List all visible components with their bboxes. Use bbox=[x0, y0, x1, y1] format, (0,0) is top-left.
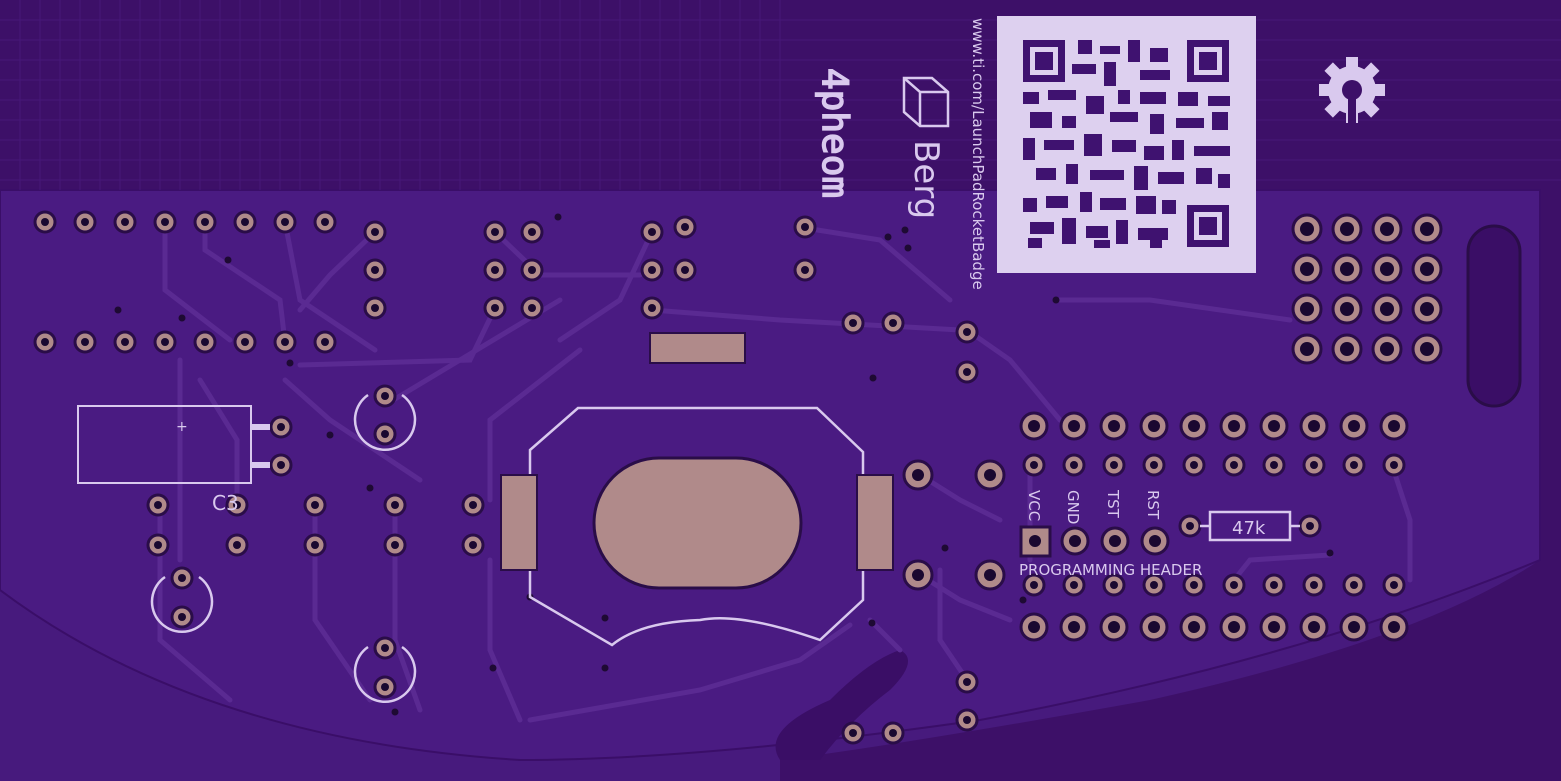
mounting-slot bbox=[1466, 224, 1522, 408]
header-pin-label-rst: RST bbox=[1144, 490, 1162, 520]
header-pin-label-tst: TST bbox=[1104, 489, 1122, 519]
open-hardware-gear-icon bbox=[1319, 57, 1385, 124]
programming-header-labels: VCC GND TST RST PROGRAMMING HEADER bbox=[1019, 489, 1202, 579]
round-pads bbox=[33, 210, 1443, 745]
circuit-logo-text: 4pheom bbox=[814, 68, 855, 198]
berg-logo: Berg bbox=[902, 76, 950, 219]
top-grid bbox=[0, 0, 1561, 190]
berg-cube-logo-icon bbox=[902, 76, 950, 128]
coin-cell-holder bbox=[500, 332, 894, 647]
url-silkscreen: www.ti.com/LaunchPadRocketBadge bbox=[969, 18, 987, 290]
capacitor-c3: + C3 bbox=[77, 405, 270, 515]
qr-code-icon bbox=[997, 16, 1256, 273]
resistor-47k: 47k bbox=[1200, 510, 1300, 542]
header-pin-label-vcc: VCC bbox=[1025, 490, 1043, 521]
capacitor-label: C3 bbox=[212, 491, 239, 515]
resistor-value-label: 47k bbox=[1232, 518, 1266, 539]
header-pin-label-gnd: GND bbox=[1064, 490, 1082, 524]
capacitor-plus-mark: + bbox=[176, 419, 188, 435]
led-outlines bbox=[150, 393, 417, 703]
vias bbox=[114, 213, 1334, 716]
circuit-logo: 4pheom bbox=[813, 67, 856, 199]
berg-text: Berg bbox=[906, 140, 946, 219]
programming-header-title: PROGRAMMING HEADER bbox=[1019, 561, 1202, 579]
copper-traces bbox=[157, 219, 1503, 723]
drill-holes bbox=[41, 218, 1434, 737]
